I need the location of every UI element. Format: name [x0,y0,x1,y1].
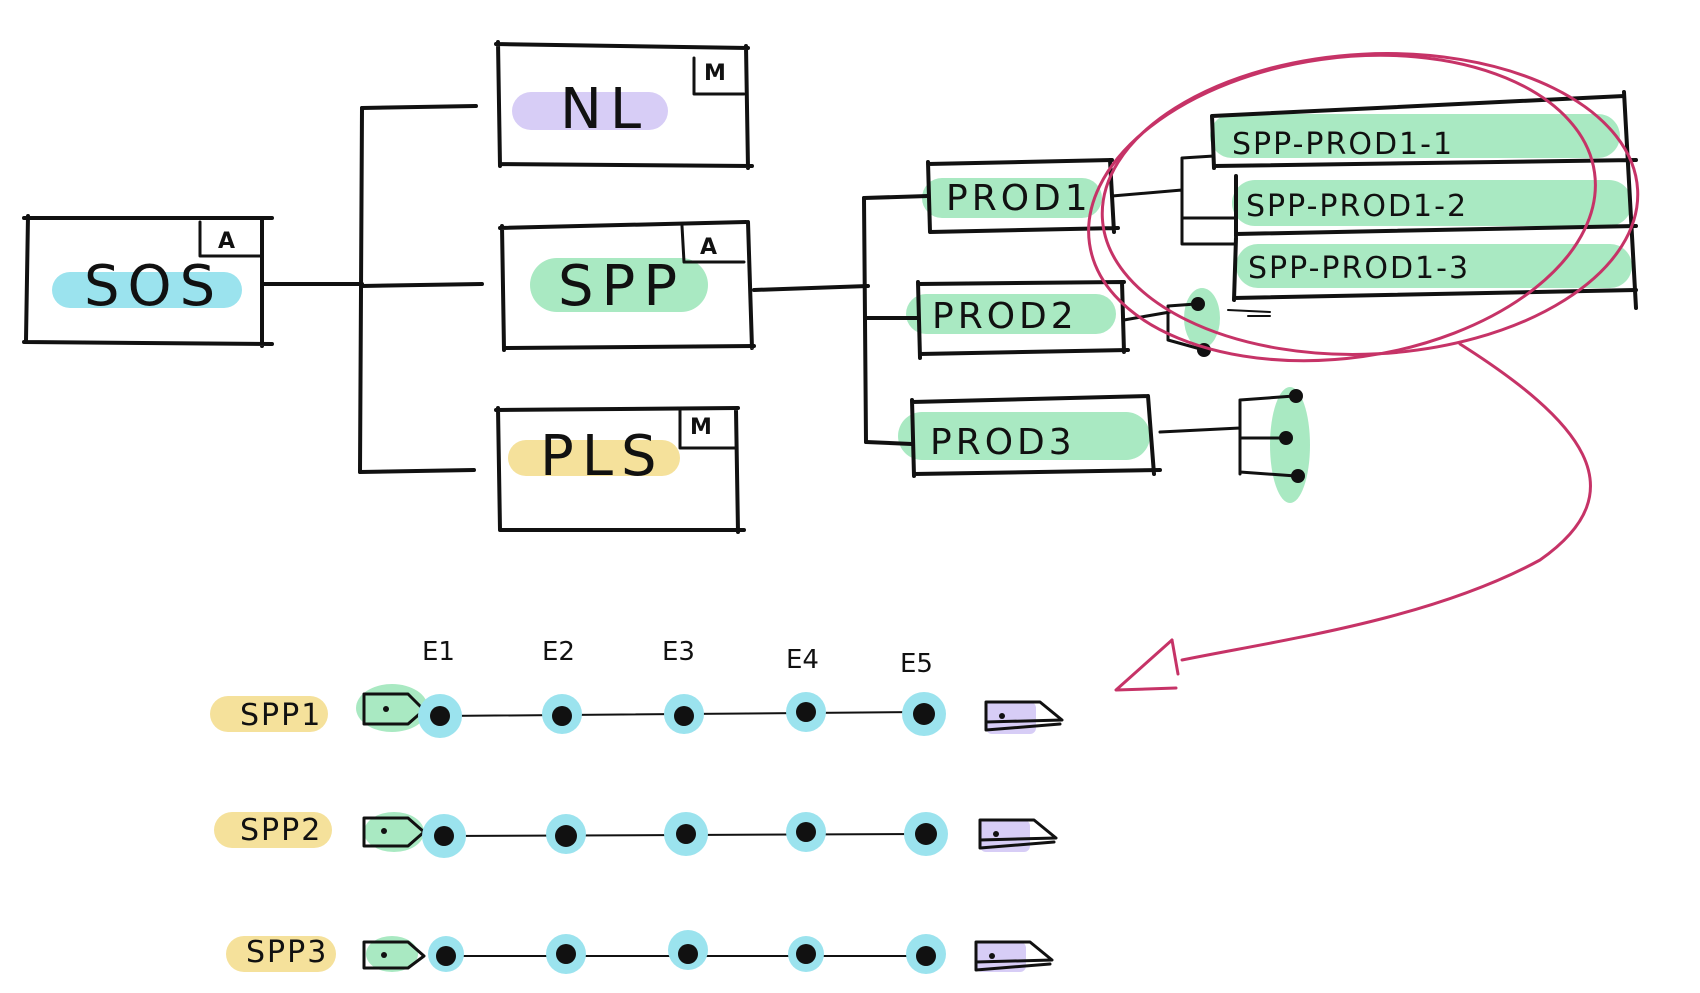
pls-label: PLS [540,424,665,489]
event-e4: E4 [786,645,819,675]
prod1-label: PROD1 [946,178,1092,219]
spp-label: SPP [558,254,685,319]
nl-highlight [512,92,668,130]
sos-badge: A [218,229,235,254]
nl-label: NL [560,77,649,142]
spp-highlight [530,258,708,312]
box-spp: A SPP [498,220,756,352]
highlights [52,92,1632,503]
spp-prod1-1-highlight [1210,114,1620,158]
sos-highlight [52,272,242,308]
annotation-circle [1087,52,1640,692]
spp-prod1-3-label: SPP-PROD1-3 [1248,251,1470,286]
spp-prod1-3-highlight [1236,244,1632,288]
prod3-label: PROD3 [930,422,1076,463]
event-e3: E3 [662,637,695,667]
connectors-sos [260,104,484,474]
timeline-row-1: SPP1 [210,684,1064,738]
prod3-stub-highlight [1270,387,1310,503]
event-e1: E1 [422,637,455,667]
pls-badge: M [690,415,712,440]
row-1-label: SPP1 [240,698,322,733]
box-sos: A SOS [22,214,274,348]
row-2-label: SPP2 [240,813,322,848]
prod2-stub-highlight [1184,288,1220,348]
spp-prod1-2-label: SPP-PROD1-2 [1246,189,1468,224]
connectors-spp [752,194,930,446]
prod1-highlight [922,178,1102,218]
prod3-highlight [898,412,1150,460]
spp-badge: A [700,235,717,260]
prod2-label: PROD2 [932,296,1078,337]
timeline: E1 E2 E3 E4 E5 SPP1 [210,637,1064,974]
box-nl: M NL [494,40,754,170]
box-pls: M PLS [494,406,746,534]
spp-prod1-2-highlight [1232,180,1632,226]
timeline-row-3: SPP3 [226,930,1054,974]
event-e5: E5 [900,649,933,679]
box-prod2: PROD2 [916,280,1130,360]
pls-highlight [508,440,680,476]
row-3-label: SPP3 [246,935,328,970]
event-e2: E2 [542,637,575,667]
group-spp-prod1: SPP-PROD1-1 SPP-PROD1-2 SPP-PROD1-3 [1110,90,1638,317]
box-prod3: PROD3 [910,394,1162,478]
spp-prod1-1-label: SPP-PROD1-1 [1232,127,1454,162]
prod3-stubs [1158,389,1305,483]
prod2-stubs [1122,297,1211,357]
nl-badge: M [704,61,726,86]
timeline-row-2: SPP2 [214,812,1058,858]
prod2-highlight [906,294,1116,334]
sos-label: SOS [84,254,223,319]
